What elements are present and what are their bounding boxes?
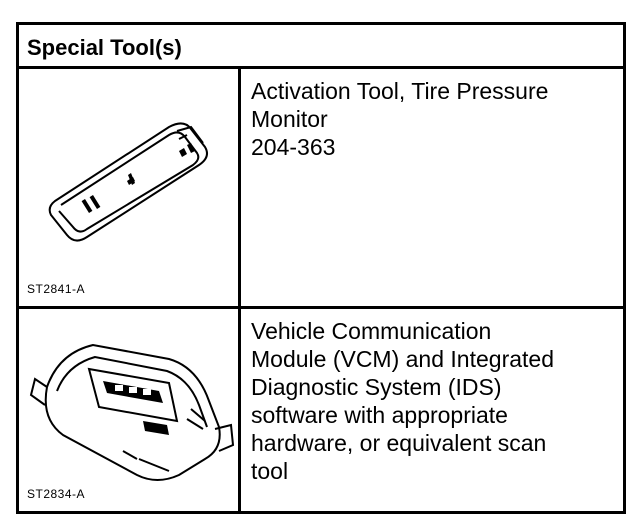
table-header: Special Tool(s) bbox=[19, 25, 623, 69]
table-row: ST2841-A Activation Tool, Tire Pressure … bbox=[19, 69, 623, 309]
illustration-code: ST2841-A bbox=[27, 282, 86, 296]
description-line: Module (VCM) and Integrated bbox=[251, 346, 554, 372]
illustration-code: ST2834-A bbox=[27, 487, 86, 501]
description-line: Activation Tool, Tire Pressure bbox=[251, 78, 549, 104]
vcm-module-icon bbox=[29, 343, 235, 481]
description-line: software with appropriate bbox=[251, 402, 508, 428]
description-line: 204-363 bbox=[251, 134, 336, 160]
table-title: Special Tool(s) bbox=[27, 35, 182, 60]
table-row: ST2834-A Vehicle Communication Module (V… bbox=[19, 309, 623, 511]
illustration-cell: ST2841-A bbox=[19, 69, 241, 306]
description-line: Diagnostic System (IDS) bbox=[251, 374, 502, 400]
description-cell: Activation Tool, Tire Pressure Monitor 2… bbox=[241, 69, 623, 306]
tpms-activation-tool-icon bbox=[48, 122, 208, 242]
special-tools-table: Special Tool(s) bbox=[16, 22, 626, 514]
description-line: hardware, or equivalent scan bbox=[251, 430, 547, 456]
description-line: tool bbox=[251, 458, 289, 484]
illustration-cell: ST2834-A bbox=[19, 309, 241, 511]
description-cell: Vehicle Communication Module (VCM) and I… bbox=[241, 309, 623, 511]
description-line: Monitor bbox=[251, 106, 328, 132]
description-line: Vehicle Communication bbox=[251, 318, 492, 344]
tool-description: Activation Tool, Tire Pressure Monitor 2… bbox=[251, 77, 617, 161]
tool-description: Vehicle Communication Module (VCM) and I… bbox=[251, 317, 617, 485]
